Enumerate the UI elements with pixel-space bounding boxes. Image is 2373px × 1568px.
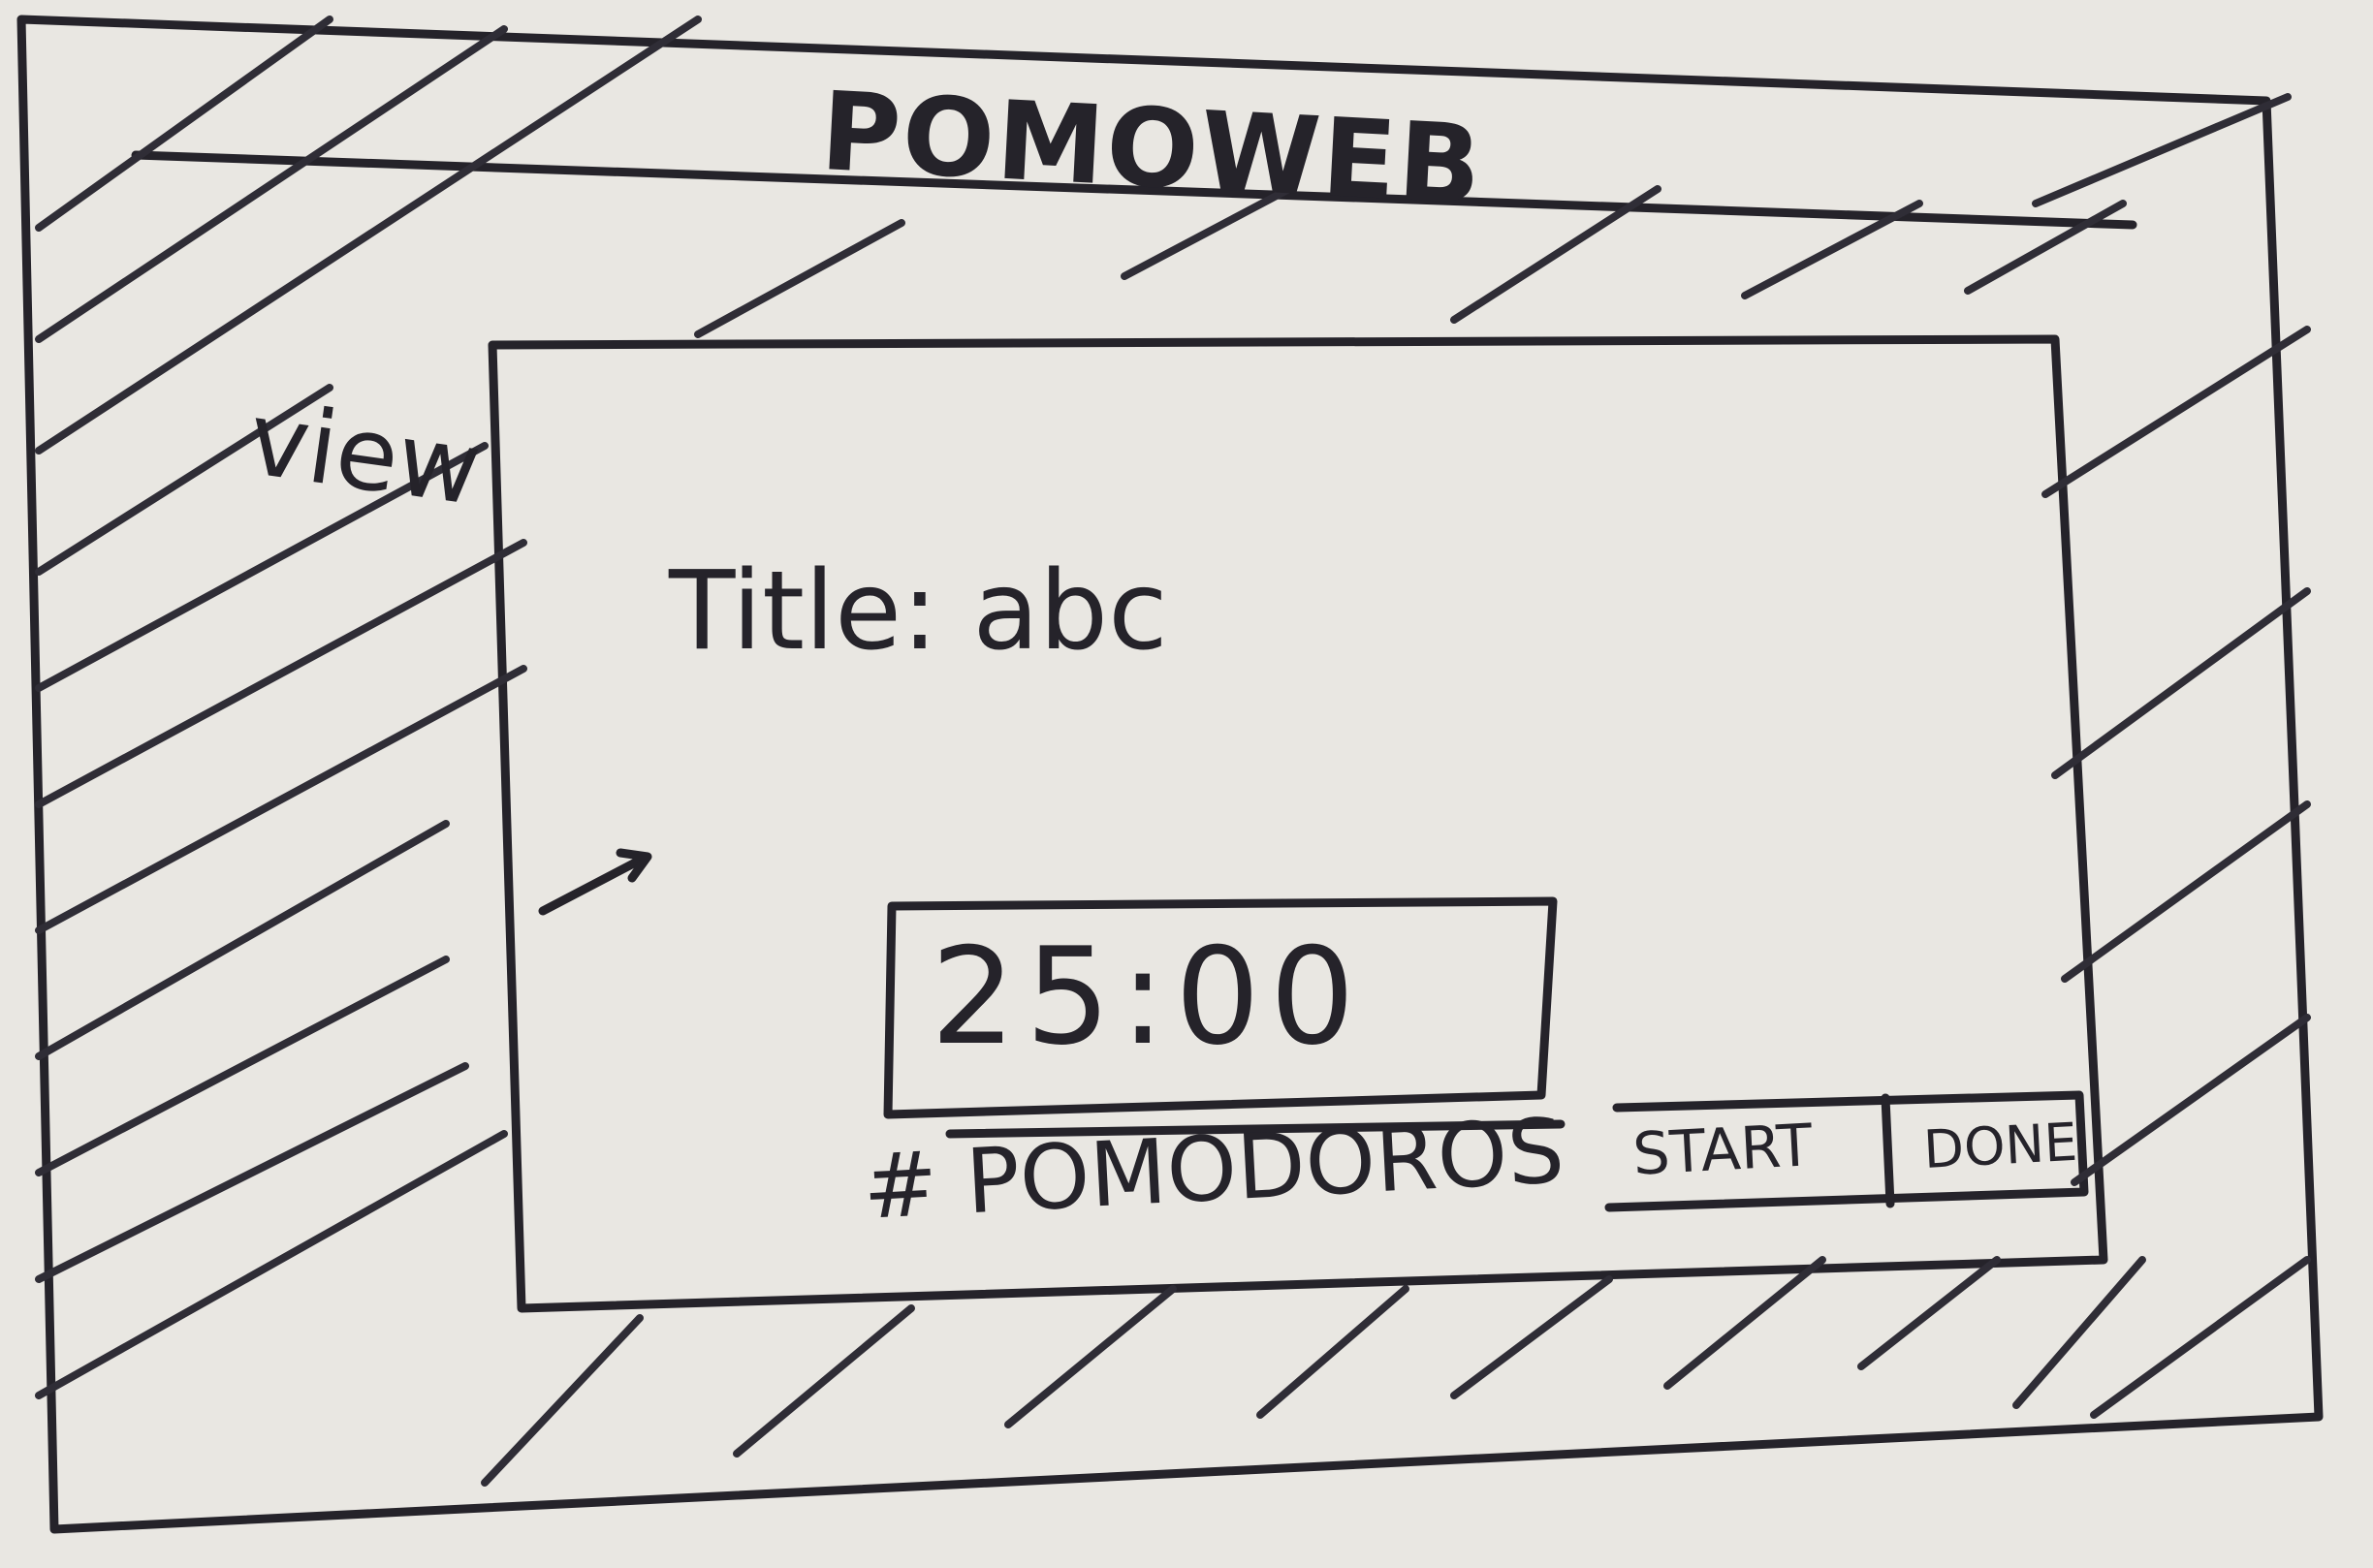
start-button[interactable]: START bbox=[1609, 1093, 1885, 1205]
task-title: Title: abc bbox=[669, 549, 1168, 674]
app-title: POMOWEB bbox=[817, 69, 1486, 230]
start-done-outline bbox=[1604, 1090, 2089, 1212]
timer-display: 25:00 bbox=[931, 919, 1365, 1075]
done-button[interactable]: DONE bbox=[1904, 1095, 2103, 1197]
view-panel bbox=[488, 334, 2108, 1313]
timer-underline bbox=[945, 1119, 1566, 1139]
start-done-separator bbox=[1881, 1093, 1895, 1208]
view-arrow-line bbox=[538, 853, 649, 916]
view-arrow-head bbox=[616, 848, 652, 883]
view-annotation-label: view bbox=[241, 379, 489, 529]
timer-box-outline bbox=[883, 896, 1558, 1119]
margin-hatching bbox=[35, 16, 2311, 1487]
outer-frame bbox=[16, 15, 2324, 1534]
